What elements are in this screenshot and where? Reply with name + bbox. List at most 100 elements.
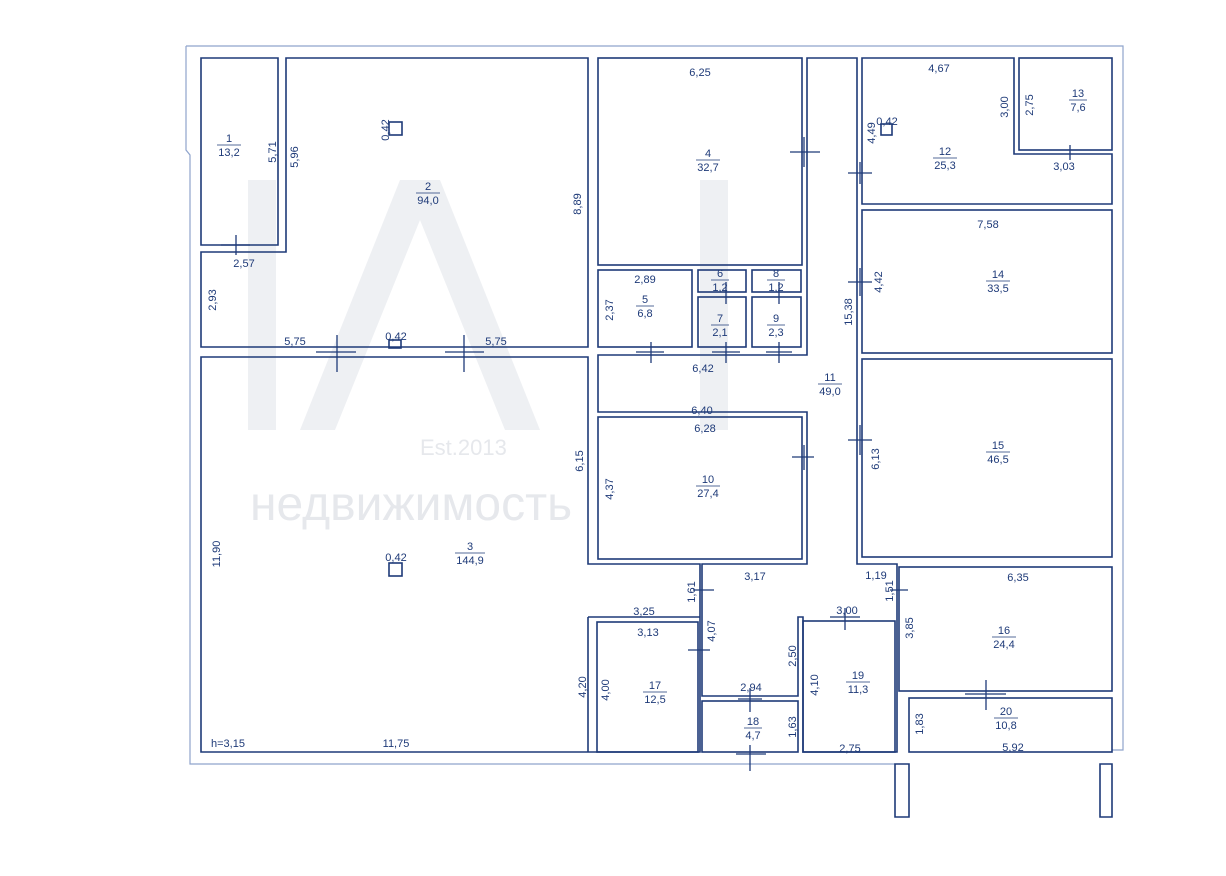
room-4-outline <box>597 57 803 266</box>
door-markers <box>221 137 1071 771</box>
room-label: 92,3 <box>767 313 785 339</box>
room-number: 6 <box>717 268 723 280</box>
room-label: 184,7 <box>744 716 762 742</box>
room-number: 17 <box>649 680 661 692</box>
room-area: 32,7 <box>697 162 718 174</box>
room-label: 15 46,5 <box>986 440 1010 466</box>
ceiling-height: h=3,15 <box>211 738 245 750</box>
dimension-label: 2,37 <box>604 299 616 320</box>
room-number: 7 <box>717 313 723 325</box>
room-number: 4 <box>705 148 711 160</box>
dimension-label: 3,00 <box>836 605 857 617</box>
room-area: 24,4 <box>993 639 1014 651</box>
room-1-outline <box>200 57 279 246</box>
room-14-outline <box>861 209 1113 354</box>
dimension-label: 15,38 <box>843 298 855 326</box>
room-area: 33,5 <box>987 283 1008 295</box>
dimension-label: 3,13 <box>637 627 658 639</box>
dimension-label: 0,42 <box>380 119 392 140</box>
room-number: 5 <box>642 294 648 306</box>
porch-left <box>894 763 910 818</box>
room-number: 19 <box>852 670 864 682</box>
room-label: 81,2 <box>767 268 785 294</box>
column-marker <box>388 562 403 577</box>
dimension-label: 3,85 <box>904 617 916 638</box>
dimension-label: 6,35 <box>1007 572 1028 584</box>
dimension-label: 5,92 <box>1002 742 1023 754</box>
dimension-label: 8,89 <box>572 193 584 214</box>
room-area: 6,8 <box>637 308 652 320</box>
dimension-label: 2,93 <box>207 289 219 310</box>
watermark-bracket <box>248 180 276 430</box>
room-number: 16 <box>998 625 1010 637</box>
room-label: 10 27,4 <box>696 474 720 500</box>
room-label: 20 10,8 <box>994 706 1018 732</box>
outer-boundary-left <box>185 46 895 765</box>
room-6-outline <box>697 269 747 293</box>
room-2-outline <box>200 57 589 348</box>
outer-boundary <box>186 45 1124 751</box>
dimension-label: 6,28 <box>694 423 715 435</box>
room-9-outline <box>751 296 802 348</box>
room-label: 3 144,9 <box>455 541 485 567</box>
watermark-digit <box>700 180 728 430</box>
dimension-label: 4,37 <box>604 478 616 499</box>
room-7-outline <box>697 296 747 348</box>
room-label: 61,2 <box>711 268 729 294</box>
room-20-outline <box>908 697 1113 753</box>
dimension-label: 1,63 <box>787 716 799 737</box>
dimension-label: 3,25 <box>633 606 654 618</box>
room-area: 12,5 <box>644 694 665 706</box>
dimension-label: 0,42 <box>876 116 897 128</box>
dimension-label: 0,42 <box>385 331 406 343</box>
room-3-outline <box>200 356 701 753</box>
room-area: 49,0 <box>819 386 840 398</box>
room-area: 27,4 <box>697 488 718 500</box>
dimension-label: 2,50 <box>787 645 799 666</box>
room-area: 144,9 <box>456 555 484 567</box>
dimension-label: 4,67 <box>928 63 949 75</box>
room-label: 432,7 <box>696 148 720 174</box>
room-area: 10,8 <box>995 720 1016 732</box>
room-number: 12 <box>939 146 951 158</box>
watermark-established: Est.2013 <box>420 435 507 460</box>
room-area: 1,2 <box>768 282 783 294</box>
column-marker <box>388 121 403 136</box>
dimension-label: 3,17 <box>744 571 765 583</box>
room-area: 2,3 <box>768 327 783 339</box>
room-labels: 113,2294,03144,9432,756,861,272,181,292,… <box>217 88 1087 742</box>
dimension-label: 6,15 <box>574 450 586 471</box>
room-number: 3 <box>467 541 473 553</box>
dimension-label: 1,19 <box>865 570 886 582</box>
dimension-label: 1,83 <box>914 713 926 734</box>
room-area: 1,2 <box>712 282 727 294</box>
dimension-label: 2,75 <box>839 743 860 755</box>
dimension-label: 4,07 <box>706 620 718 641</box>
dimension-label: 5,75 <box>284 336 305 348</box>
room-number: 8 <box>773 268 779 280</box>
dimension-label: 0,42 <box>385 552 406 564</box>
room-label: 56,8 <box>636 294 654 320</box>
room-label: 113,2 <box>217 133 241 159</box>
room-area: 25,3 <box>934 160 955 172</box>
dimension-label: 11,90 <box>211 541 223 568</box>
room-label: 72,1 <box>711 313 729 339</box>
room-number: 10 <box>702 474 714 486</box>
dimension-label: 2,75 <box>1024 94 1036 115</box>
dimension-label: 1,61 <box>686 581 698 602</box>
watermark: Est.2013 недвижимость <box>248 180 728 531</box>
room-10-outline <box>597 416 803 560</box>
room-area: 2,1 <box>712 327 727 339</box>
room-11-outline <box>597 57 898 753</box>
dimension-label: 6,25 <box>689 67 710 79</box>
dimension-label: 5,71 <box>267 141 279 162</box>
room-area: 46,5 <box>987 454 1008 466</box>
dimension-label: 1,51 <box>884 580 896 601</box>
dimension-label: 4,00 <box>600 679 612 700</box>
room-label: 12 25,3 <box>933 146 957 172</box>
room-number: 20 <box>1000 706 1012 718</box>
room-number: 15 <box>992 440 1004 452</box>
